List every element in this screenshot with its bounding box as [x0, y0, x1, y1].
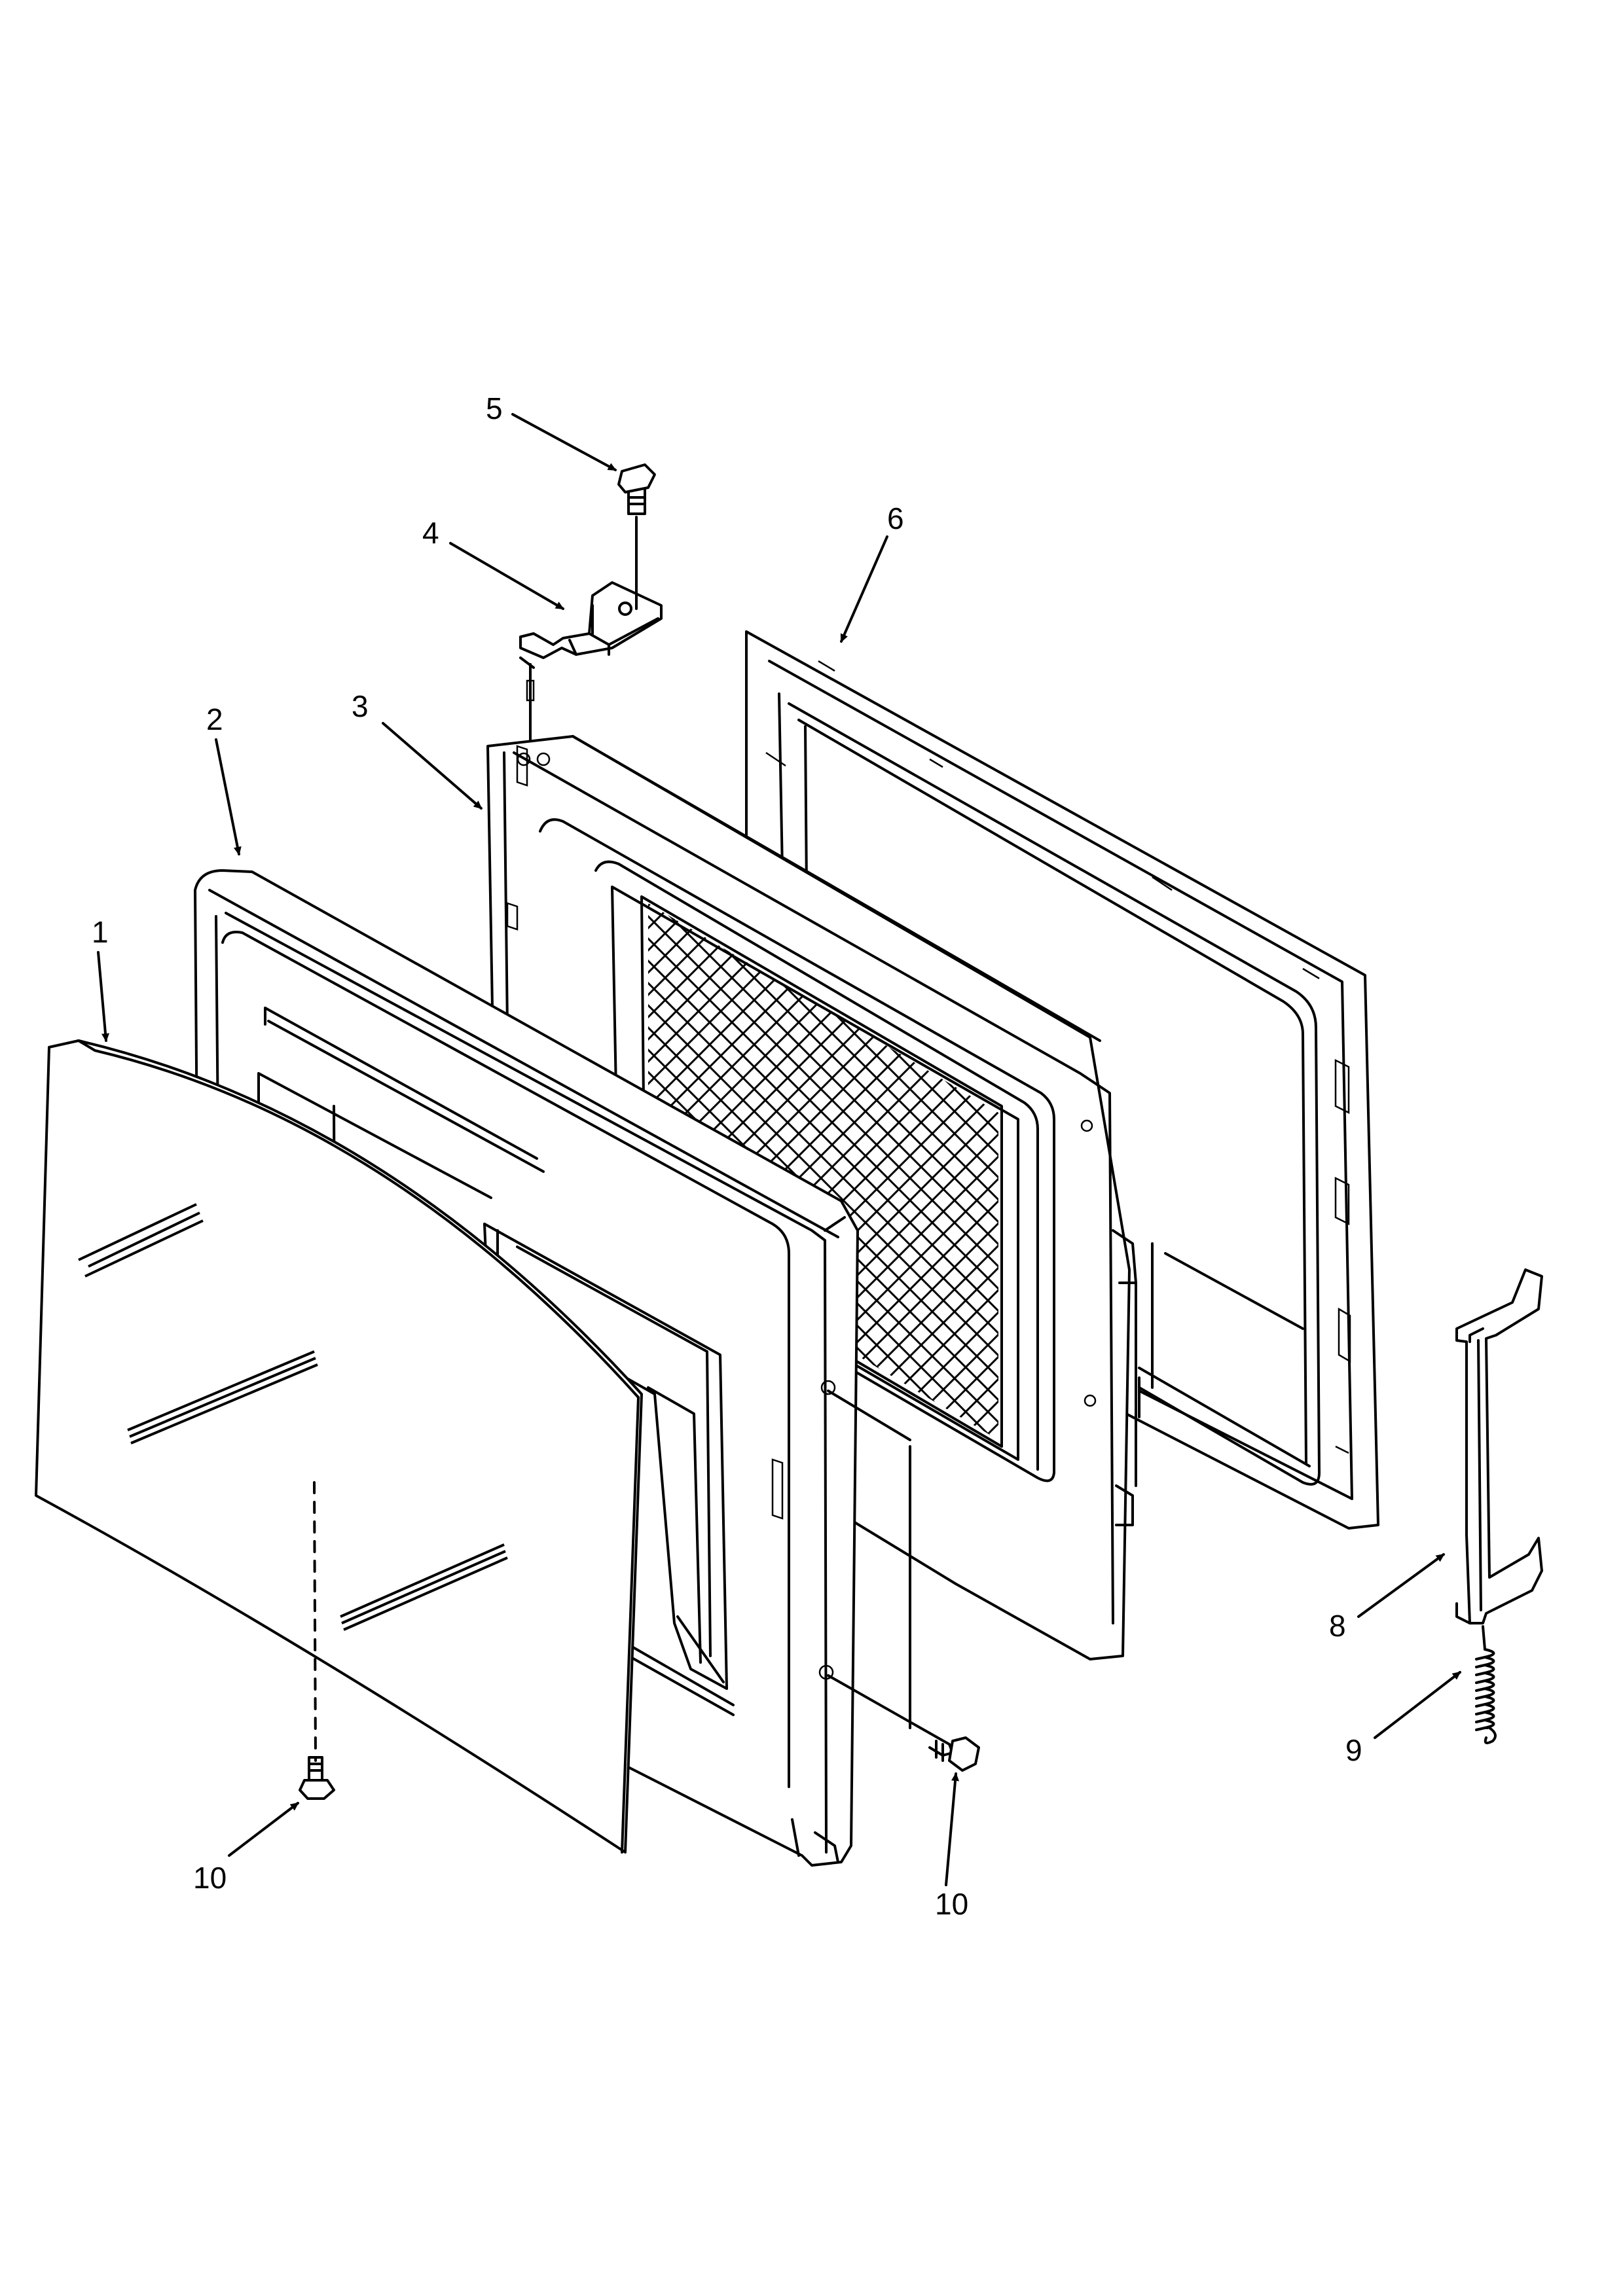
leader-9 [1374, 1671, 1461, 1739]
callout-9: 9 [1345, 1733, 1362, 1767]
leader-10-bottom [228, 1802, 299, 1857]
leader-1 [97, 951, 110, 1042]
leader-3 [382, 722, 483, 810]
part-8-latch [1455, 1268, 1543, 1624]
leader-4 [449, 542, 564, 610]
part-9-spring [1475, 1625, 1497, 1745]
leader-10-right [945, 1772, 960, 1886]
callout-8: 8 [1329, 1609, 1346, 1643]
part-10-screw-bottom [299, 1481, 335, 1800]
part-4-hinge-bracket [519, 581, 663, 741]
callout-1: 1 [92, 915, 109, 949]
callout-leaders [97, 413, 1461, 1886]
callout-5: 5 [486, 391, 503, 425]
leader-2 [215, 738, 242, 855]
leader-6 [840, 535, 888, 643]
callout-10-right: 10 [935, 1887, 968, 1921]
callout-2: 2 [206, 702, 223, 736]
callout-labels: 1 2 3 4 5 6 8 9 10 10 [92, 391, 1362, 1921]
callout-6: 6 [887, 501, 904, 535]
part-5-screw [617, 463, 656, 610]
leader-8 [1357, 1553, 1445, 1618]
leader-5 [511, 413, 617, 471]
callout-4: 4 [422, 516, 439, 550]
part-10-screw-right [827, 1390, 980, 1772]
callout-3: 3 [352, 689, 369, 723]
callout-10-bottom: 10 [193, 1861, 227, 1895]
part-1-door-glass [35, 1039, 643, 1854]
